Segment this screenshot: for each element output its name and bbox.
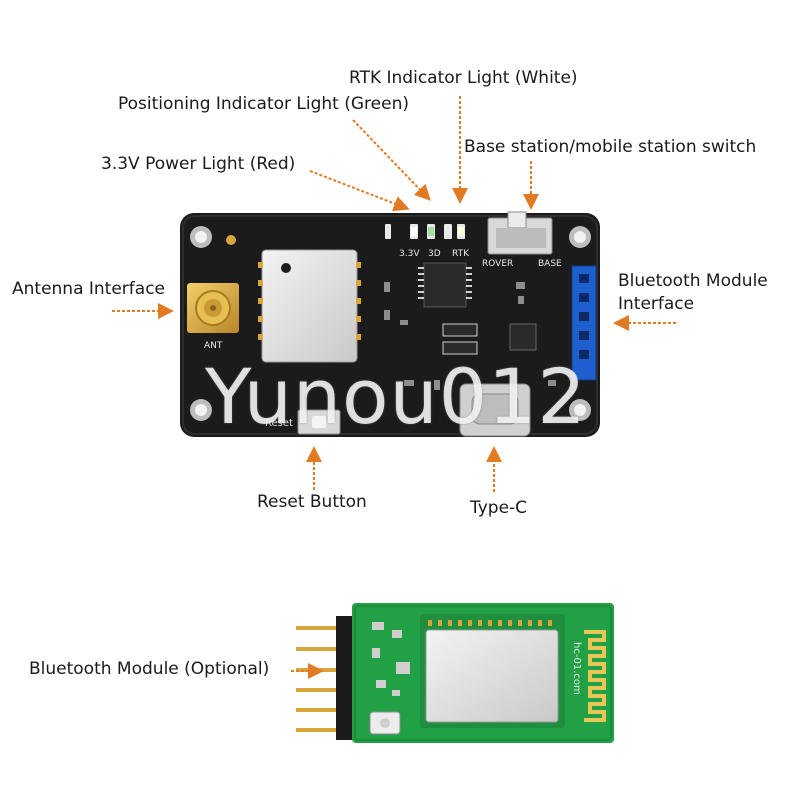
mode-switch (487, 211, 553, 255)
bluetooth-module: hc-01.com (296, 603, 614, 743)
mode-switch-label: Base station/mobile station switch (464, 137, 757, 157)
reset-silkscreen: Reset (265, 418, 293, 429)
bt-module-label: Bluetooth Module (Optional) (29, 659, 270, 679)
base-silkscreen: BASE (538, 259, 562, 269)
power-light-label: 3.3V Power Light (Red) (101, 154, 296, 174)
rtk-light-label: RTK Indicator Light (White) (349, 68, 578, 88)
ant-silkscreen: ANT (204, 341, 223, 351)
rover-silkscreen: ROVER (482, 259, 513, 269)
led-33v-silkscreen: 3.3V (399, 249, 420, 259)
bt-interface-label-line1: Bluetooth Module (618, 271, 768, 291)
main-chip (418, 262, 472, 308)
bt-components (372, 622, 410, 696)
callout-arrows (112, 96, 676, 679)
status-leds (385, 224, 465, 239)
main-board: ANT 3.3V 3D RTK ROVER BASE (180, 211, 600, 437)
watermark: Yunou012 (205, 352, 587, 441)
typec-connector (459, 383, 531, 437)
positioning-light-label: Positioning Indicator Light (Green) (118, 94, 409, 114)
bt-model-silkscreen: hc-01.com (571, 642, 582, 695)
led-3d-silkscreen: 3D (428, 249, 441, 259)
typec-label: Type-C (470, 498, 528, 518)
mounting-holes (190, 226, 591, 421)
smd-components (384, 282, 556, 390)
reset-button-part (297, 409, 341, 435)
bt-chip (420, 614, 565, 728)
bluetooth-header (571, 265, 597, 381)
diodes (442, 323, 478, 355)
bt-interface-label-line2: Interface (618, 294, 695, 314)
bt-pcb-antenna (584, 630, 606, 722)
gnss-module (258, 249, 361, 363)
small-chip (509, 323, 537, 351)
antenna-connector (187, 283, 239, 333)
header-pins (296, 626, 340, 732)
reset-label: Reset Button (257, 492, 367, 512)
antenna-label: Antenna Interface (12, 279, 166, 299)
led-rtk-silkscreen: RTK (452, 249, 470, 259)
